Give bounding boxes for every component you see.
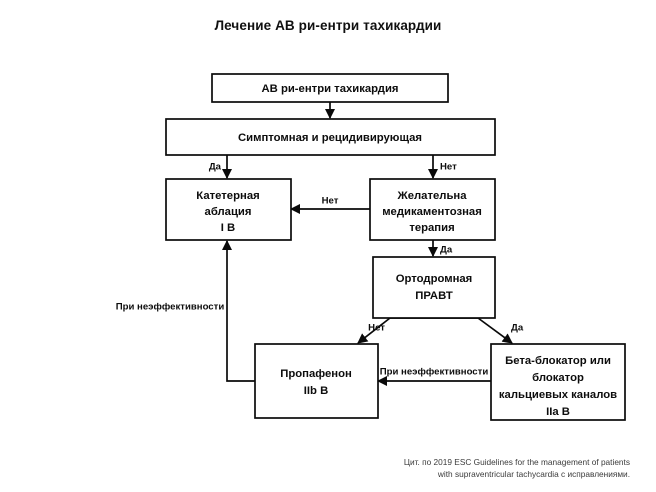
citation-line-1: Цит. по 2019 ESC Guidelines for the mana… [403, 457, 630, 467]
node-ablation-line-0: Катетерная [196, 190, 259, 202]
edge-label-drug-no: Нет [322, 196, 339, 207]
edge-label-orthodromic-no: Нет [368, 323, 385, 334]
node-beta-blocker-line-2: кальциевых каналов [499, 389, 617, 401]
node-drug-therapy-line-2: терапия [409, 222, 454, 234]
node-drug-therapy: Желательна медикаментозная терапия [369, 178, 496, 241]
connector-orthodromic-yes [477, 317, 513, 344]
node-orthodromic-line-1: ПРАВТ [415, 290, 453, 302]
node-symptomatic: Симптомная и рецидивирующая [165, 118, 496, 156]
page-title: Лечение АВ ри-ентри тахикардии [214, 18, 442, 33]
node-beta-blocker-line-3: IIa B [546, 406, 570, 418]
node-propafenone: Пропафенон IIb B [254, 343, 379, 419]
edge-label-drug-yes: Да [440, 245, 453, 256]
citation-note: Цит. по 2019 ESC Guidelines for the mana… [370, 456, 630, 480]
node-propafenone-line-0: Пропафенон [280, 368, 352, 380]
node-ablation: Катетерная аблация I B [165, 178, 292, 241]
node-orthodromic: Ортодромная ПРАВТ [372, 256, 496, 319]
node-drug-therapy-line-0: Желательна [397, 190, 468, 202]
edge-label-ineffective-bottom: При неэффективности [380, 367, 489, 378]
node-propafenone-line-1: IIb B [304, 385, 328, 397]
node-drug-therapy-line-1: медикаментозная [382, 206, 482, 218]
node-symptomatic-line-0: Симптомная и рецидивирующая [238, 132, 422, 144]
node-ablation-line-2: I B [221, 222, 235, 234]
edge-label-symptomatic-yes: Да [209, 162, 222, 173]
connector-orthodromic-no [357, 317, 391, 344]
citation-line-2: with supraventricular tachycardia с испр… [437, 469, 630, 479]
node-orthodromic-line-0: Ортодромная [396, 273, 473, 285]
node-beta-blocker-line-1: блокатор [532, 372, 584, 384]
edge-label-symptomatic-no: Нет [440, 162, 457, 173]
node-root: АВ ри-ентри тахикардия [211, 73, 449, 103]
node-beta-blocker-line-0: Бета-блокатор или [505, 355, 611, 367]
node-root-line-0: АВ ри-ентри тахикардия [262, 83, 399, 95]
edge-label-orthodromic-yes: Да [511, 323, 524, 334]
node-ablation-line-1: аблация [205, 206, 252, 218]
connector-propafenone-to-ablation [221, 239, 255, 382]
node-beta-blocker: Бета-блокатор или блокатор кальциевых ка… [490, 343, 626, 421]
edge-label-ineffective-left: При неэффективности [116, 302, 225, 313]
